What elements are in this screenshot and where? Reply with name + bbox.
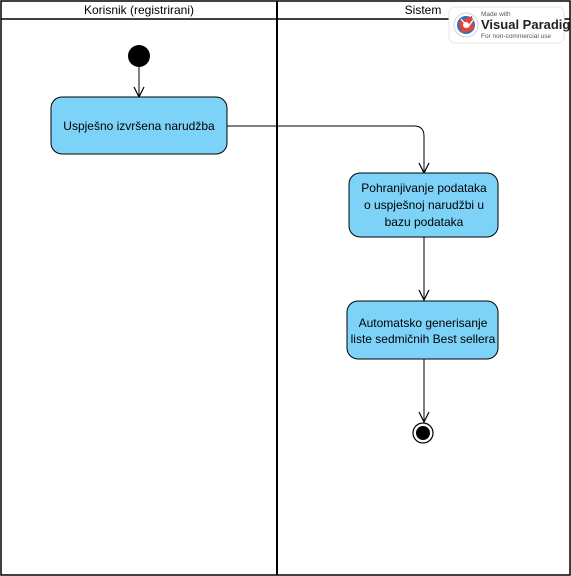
visual-paradigm-watermark: Made with Visual Paradigm For non-commer… (448, 6, 571, 44)
action-order-done-box (50, 96, 228, 155)
watermark-brand: Visual Paradigm (481, 17, 571, 32)
lane-title-system[interactable]: Sistem (405, 3, 442, 17)
lane-title-user[interactable]: Korisnik (registrirani) (84, 3, 194, 17)
watermark-note: For non-commercial use (481, 33, 551, 40)
action-generate-list-line-1: Automatsko generisanje (359, 316, 488, 330)
action-order-done[interactable]: Uspješno izvršena narudžba (50, 96, 228, 155)
action-store-data-line-2: o uspješnoj narudžbi u (364, 198, 484, 212)
initial-node[interactable] (128, 45, 150, 67)
visual-paradigm-logo-icon (453, 12, 479, 38)
action-store-data-line-1: Pohranjivanje podataka (361, 181, 487, 195)
final-node[interactable] (412, 422, 434, 444)
action-store-data-box (348, 172, 499, 238)
action-store-data-line-3: bazu podataka (385, 215, 464, 229)
flow-order-to-store[interactable] (227, 125, 424, 173)
final-node-core (416, 426, 430, 440)
action-generate-list[interactable]: Automatsko generisanje liste sedmičnih B… (346, 300, 499, 360)
watermark-background (448, 6, 565, 44)
action-store-data[interactable]: Pohranjivanje podataka o uspješnoj narud… (348, 172, 499, 238)
action-generate-list-box (346, 300, 499, 360)
action-order-done-label: Uspješno izvršena narudžba (63, 119, 215, 133)
action-generate-list-line-2: liste sedmičnih Best sellera (351, 332, 496, 346)
watermark-made-with: Made with (481, 11, 511, 18)
